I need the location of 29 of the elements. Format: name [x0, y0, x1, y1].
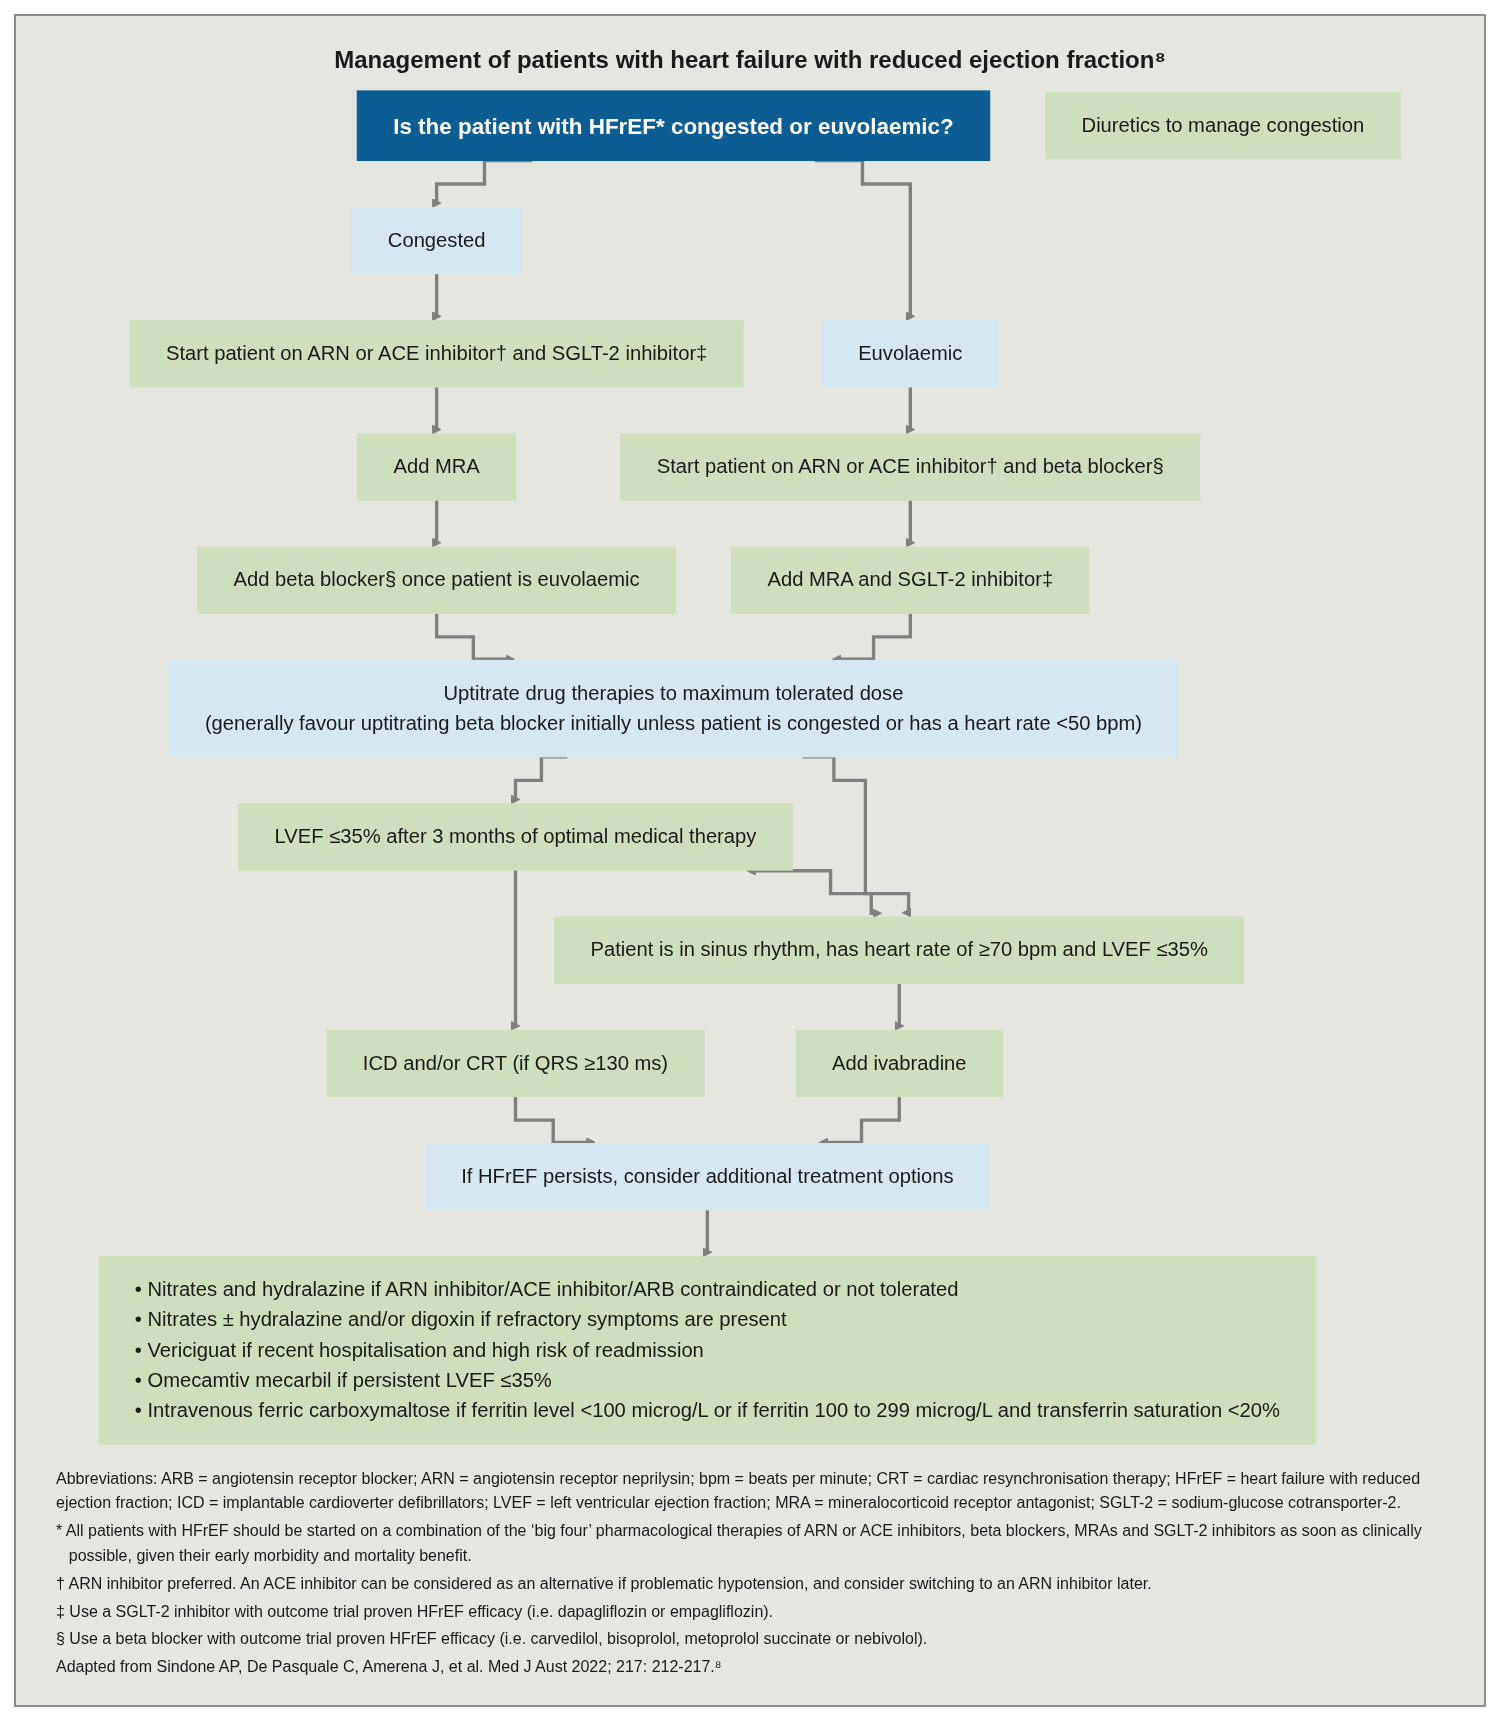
diagram-title: Management of patients with heart failure with reduced ejection fraction⁸ — [334, 46, 1166, 74]
abbreviations-note: Abbreviations: ARB = angiotensin receptor blocker; ARN = angiotensin receptor neprilysin; bpm = beats per minute; CRT = cardiac resynchronisation therapy; HFrEF = heart failure with reduced ejection fraction; ICD = implantable cardioverter defibrillators; LVEF = left ventricular ejection fraction; MRA = mineralocorticoid receptor antagonist; SGLT-2 = sodium-glucose cotransporter-2. — [56, 1468, 1422, 1514]
side-band: Diuretics to manage congestion — [1045, 92, 1402, 160]
step-box: Patient is in sinus rhythm, has heart rate of ≥70 bpm and LVEF ≤35% — [554, 916, 1245, 984]
step-box: Start patient on ARN or ACE inhibitor† and SGLT-2 inhibitor‡ — [130, 320, 745, 388]
options-list-box: • Nitrates and hydralazine if ARN inhibitor/ACE inhibitor/ARB contraindicated or not tolerated • Nitrates ± hydralazine and/or digoxin if refractory symptoms are present • Vericiguat if recent hospitalisation and high risk of readmission • Omecamtiv mecarbil if persistent LVEF ≤35% • Intravenous ferric carboxymaltose if ferritin level <100 microg/L or if ferritin 100 to 299 microg/L and transferrin saturation <20% — [98, 1256, 1317, 1445]
arrow — [432, 385, 443, 435]
arrow — [702, 1208, 713, 1258]
arrow — [432, 272, 443, 322]
footnote: § Use a beta blocker with outcome trial proven HFrEF efficacy (i.e. carvedilol, bisoprolol, metoprolol succinate or nebivolol). — [56, 1629, 928, 1650]
step-box: Add ivabradine — [796, 1029, 1004, 1098]
question-box: Is the patient with HFrEF* congested or euvolaemic? — [357, 90, 991, 162]
source-citation: Adapted from Sindone AP, De Pasquale C, Amerena J, et al. Med J Aust 2022; 217: 212-217.⁸ — [56, 1657, 722, 1678]
footnote: ‡ Use a SGLT-2 inhibitor with outcome trial proven HFrEF efficacy (i.e. dapagliflozin or empagliflozin). — [56, 1601, 774, 1622]
step-box: Euvolaemic — [822, 320, 1000, 388]
step-box: Add beta blocker§ once patient is euvolaemic — [197, 546, 677, 614]
footnote: * All patients with HFrEF should be started on a combination of the ‘big four’ pharmacological therapies of ARN or ACE inhibitors, beta blockers, MRAs and SGLT-2 inhibitors as soon as clinically possible, given their early morbidity and mortality benefit. — [56, 1521, 1423, 1566]
step-box: LVEF ≤35% after 3 months of optimal medical therapy — [238, 803, 794, 871]
arrow — [511, 755, 568, 805]
footnote: † ARN inhibitor preferred. An ACE inhibitor can be considered as an alternative if problematic hypotension, and consider switching to an ARN inhibitor later. — [56, 1573, 1152, 1594]
step-box: If HFrEF persists, consider additional treatment options — [425, 1143, 991, 1211]
arrow — [905, 385, 916, 435]
step-box: Add MRA and SGLT-2 inhibitor‡ — [731, 546, 1090, 614]
step-box: Add MRA — [357, 433, 517, 501]
step-box: ICD and/or CRT (if QRS ≥130 ms) — [326, 1029, 705, 1098]
step-box: Congested — [351, 207, 523, 275]
step-box: Uptitrate drug therapies to maximum tolerated dose (generally favour uptitrating beta blocker initially unless patient is congested or has a heart rate <50 bpm) — [168, 659, 1179, 758]
arrow — [802, 755, 883, 919]
step-box: Start patient on ARN or ACE inhibitor† and beta blocker§ — [620, 433, 1201, 501]
